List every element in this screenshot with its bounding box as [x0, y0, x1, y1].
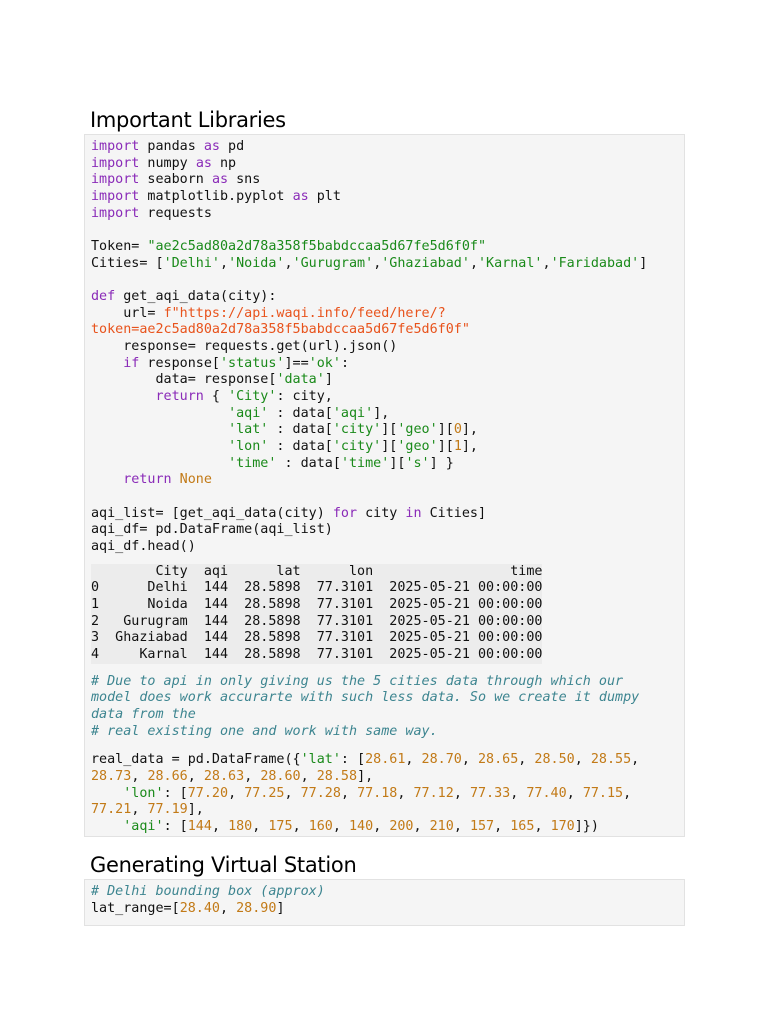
token-block: Token= "ae2c5ad80a2d78a358f5babdccaa5d67…: [91, 239, 648, 271]
imports-block: import pandas as pd import numpy as np i…: [91, 139, 684, 222]
aqi-list-block: aqi_list= [get_aqi_data(city) for city i…: [91, 505, 487, 555]
code-cell-1[interactable]: import pandas as pd import numpy as np i…: [84, 134, 685, 837]
section-heading-important-libraries: Important Libraries: [90, 108, 286, 132]
code-cell-2[interactable]: # Delhi bounding box (approx) lat_range=…: [84, 879, 685, 926]
section-heading-generating-virtual-station: Generating Virtual Station: [90, 853, 357, 877]
table-row: 3 Ghaziabad 144 28.5898 77.3101 2025-05-…: [91, 630, 543, 646]
function-block: def get_aqi_data(city): url= f"https://a…: [91, 289, 478, 488]
table-row: 1 Noida 144 28.5898 77.3101 2025-05-21 0…: [91, 597, 543, 613]
virtual-station-block: # Delhi bounding box (approx) lat_range=…: [91, 884, 325, 916]
comment-block: # Due to api in only giving us the 5 cit…: [91, 673, 640, 739]
import-line: import pandas as pd: [91, 139, 245, 154]
table-row: 4 Karnal 144 28.5898 77.3101 2025-05-21 …: [91, 647, 543, 663]
import-line: import requests: [91, 205, 212, 221]
import-line: import seaborn as sns: [91, 172, 261, 188]
table-header: City aqi lat lon time: [91, 563, 543, 579]
import-line: import numpy as np: [91, 155, 237, 171]
table-row: 2 Gurugram 144 28.5898 77.3101 2025-05-2…: [91, 613, 543, 629]
import-line: import matplotlib.pyplot as plt: [91, 189, 341, 205]
real-data-block: real_data = pd.DataFrame({'lat': [28.61,…: [91, 752, 640, 835]
dataframe-output: City aqi lat lon time 0 Delhi 144 28.589…: [91, 563, 543, 664]
table-row: 0 Delhi 144 28.5898 77.3101 2025-05-21 0…: [91, 580, 543, 596]
